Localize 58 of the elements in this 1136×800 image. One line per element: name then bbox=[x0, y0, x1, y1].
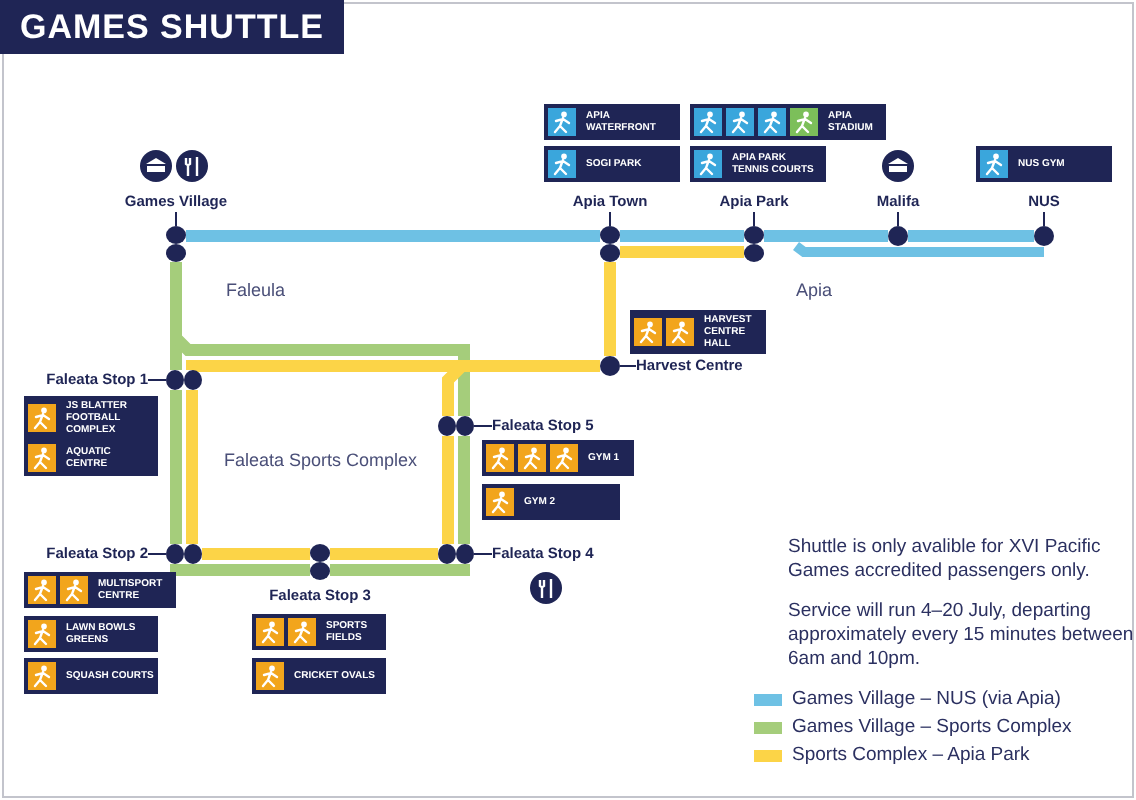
venue-card bbox=[482, 440, 634, 476]
stop-marker bbox=[1034, 226, 1054, 246]
area-label: Faleula bbox=[226, 280, 286, 300]
route-line bbox=[170, 563, 310, 576]
stop-marker bbox=[600, 356, 620, 376]
note-text: Shuttle is only avalible for XVI Pacific Games accredited passengers only. bbox=[788, 536, 1103, 584]
route-line bbox=[330, 563, 470, 576]
venue-card bbox=[252, 614, 386, 650]
stop-marker bbox=[888, 226, 908, 246]
stop-marker bbox=[310, 544, 330, 580]
route-line bbox=[458, 436, 470, 544]
venue-card bbox=[690, 146, 826, 182]
stop-marker bbox=[438, 544, 474, 564]
leader-line bbox=[753, 211, 755, 227]
venue-card bbox=[544, 146, 680, 182]
leader-line bbox=[147, 553, 167, 555]
title-banner: GAMES SHUTTLE bbox=[0, 0, 344, 54]
stop-marker bbox=[166, 226, 186, 262]
venue-card bbox=[24, 658, 158, 694]
route-line bbox=[186, 230, 600, 242]
route-line bbox=[620, 230, 744, 242]
leader-line bbox=[473, 425, 493, 427]
legend-text: Games Village – NUS (via Apia) bbox=[792, 688, 1061, 710]
legend-text: Games Village – Sports Complex bbox=[792, 716, 1072, 738]
route-line bbox=[620, 246, 744, 258]
stop-marker bbox=[600, 226, 620, 262]
leader-line bbox=[147, 379, 167, 381]
venue-card bbox=[24, 616, 158, 652]
legend-text: Sports Complex – Apia Park bbox=[792, 744, 1030, 766]
route-line bbox=[764, 230, 888, 242]
venue-card bbox=[544, 104, 680, 140]
venue-card bbox=[24, 440, 158, 476]
route-line bbox=[908, 230, 1034, 242]
route-line bbox=[202, 548, 310, 560]
leader-line bbox=[175, 211, 177, 227]
stop-marker bbox=[166, 370, 202, 390]
venue-card bbox=[482, 484, 620, 520]
venue-card bbox=[630, 310, 766, 354]
venue-card bbox=[976, 146, 1112, 182]
stop-marker bbox=[166, 544, 202, 564]
route-line bbox=[442, 436, 454, 544]
leader-line bbox=[1043, 211, 1045, 227]
leader-line bbox=[609, 211, 611, 227]
venue-card bbox=[24, 572, 176, 608]
stop-marker bbox=[744, 226, 764, 262]
venue-card bbox=[690, 104, 886, 140]
route-line bbox=[170, 390, 182, 544]
leader-line bbox=[897, 211, 899, 227]
note-text: Service will run 4–20 July, departing approximately every 15 minutes between 6am and 10pm. bbox=[788, 600, 1136, 672]
venue-card bbox=[252, 658, 386, 694]
leader-line bbox=[619, 365, 637, 367]
route-line bbox=[186, 390, 198, 544]
area-label: Apia bbox=[796, 280, 833, 300]
area-label: Faleata Sports Complex bbox=[224, 450, 418, 470]
venue-card bbox=[24, 396, 158, 440]
route-line bbox=[604, 262, 616, 356]
leader-line bbox=[473, 553, 493, 555]
stop-marker bbox=[438, 416, 474, 436]
